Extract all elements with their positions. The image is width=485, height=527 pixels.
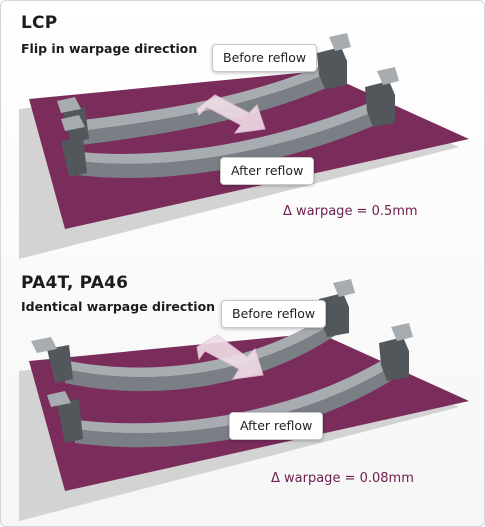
delta-warpage-value: Δ warpage = 0.08mm: [271, 471, 414, 486]
panel-title: PA4T, PA46: [21, 273, 129, 293]
panel-subtitle: Identical warpage direction: [21, 299, 216, 314]
panel-title: LCP: [21, 13, 58, 33]
panel-lcp-illustration: [19, 33, 469, 259]
connector-before-reflow: [31, 279, 355, 392]
after-reflow-label: After reflow: [229, 412, 324, 440]
before-reflow-label: Before reflow: [221, 300, 327, 328]
panel-lcp: LCP Flip in warpage direction Before ref…: [1, 1, 484, 263]
panel-subtitle: Flip in warpage direction: [21, 41, 198, 56]
delta-warpage-value: Δ warpage = 0.5mm: [283, 204, 418, 219]
transition-arrow: [196, 94, 266, 134]
after-reflow-label: After reflow: [220, 157, 315, 185]
connector-before-reflow: [57, 33, 351, 145]
before-reflow-label: Before reflow: [212, 44, 318, 72]
panel-pa4t-pa46: PA4T, PA46 Identical warpage direction B…: [1, 263, 484, 525]
transition-arrow: [196, 334, 264, 380]
